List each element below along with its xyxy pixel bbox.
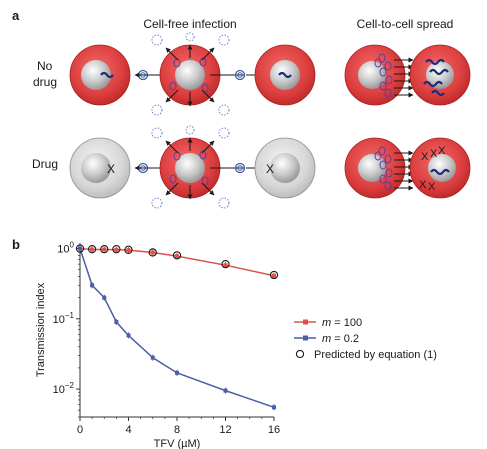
series-m100-point bbox=[114, 247, 119, 252]
x-tick-label: 8 bbox=[174, 424, 180, 436]
series-m100-point bbox=[102, 247, 107, 252]
nucleus bbox=[426, 61, 454, 89]
series-m100-point bbox=[272, 273, 276, 278]
predicted-point bbox=[172, 251, 182, 260]
svg-text:X: X bbox=[419, 179, 427, 191]
series-m02-point bbox=[150, 355, 155, 360]
x-tick-label: 16 bbox=[268, 424, 280, 436]
nucleus bbox=[175, 60, 205, 90]
series-m02-point bbox=[223, 388, 228, 393]
series-m02-point bbox=[175, 370, 179, 375]
nucleus bbox=[358, 154, 386, 182]
svg-text:X: X bbox=[421, 151, 429, 163]
header-cell-free: Cell-free infection bbox=[143, 17, 236, 31]
series-m100-point bbox=[150, 250, 155, 255]
virion-icon bbox=[234, 162, 246, 174]
legend-m02-label: m = 0.2 bbox=[322, 333, 359, 345]
predicted-point bbox=[124, 245, 133, 254]
row-drug: X X bbox=[69, 125, 471, 209]
integrated-dna-icon bbox=[430, 168, 450, 176]
predicted-point bbox=[75, 244, 85, 253]
predicted-point bbox=[148, 248, 157, 257]
integrated-dna-icon bbox=[423, 58, 449, 97]
series-m02-point bbox=[90, 283, 95, 288]
predicted-point bbox=[100, 245, 109, 254]
svg-text:X: X bbox=[438, 145, 446, 157]
predicted-point bbox=[269, 270, 279, 280]
x-axis-label: TFV (µM) bbox=[154, 438, 201, 449]
series-m100-point bbox=[175, 254, 179, 259]
legend-m100-marker bbox=[303, 319, 308, 325]
predicted-point bbox=[87, 245, 97, 254]
series-m02-line bbox=[79, 248, 275, 408]
blocked-mark: X bbox=[107, 162, 115, 176]
series-m100-point bbox=[126, 248, 131, 253]
integrated-dna-icon bbox=[278, 71, 292, 79]
virion-icon bbox=[234, 69, 246, 81]
panel-a: a Cell-free infection Cell-to-cell sprea… bbox=[12, 8, 471, 209]
legend-m100-label: m = 100 bbox=[322, 317, 362, 329]
nucleus bbox=[175, 153, 205, 183]
legend-predicted-marker bbox=[295, 349, 305, 359]
series-m02-point bbox=[126, 333, 131, 338]
row-label-drug: Drug bbox=[32, 157, 58, 171]
nucleus bbox=[428, 154, 456, 182]
header-cell-to-cell: Cell-to-cell spread bbox=[357, 17, 454, 31]
blocked-mark: X bbox=[266, 162, 274, 176]
y-tick-label: 10−2 bbox=[53, 381, 75, 396]
series-m02-point bbox=[78, 246, 82, 251]
y-tick-label: 10−1 bbox=[53, 311, 75, 326]
nucleus bbox=[270, 153, 300, 183]
series-m100-line bbox=[79, 247, 275, 277]
blocked-marks: X X X X X bbox=[419, 145, 446, 193]
y-tick-label: 100 bbox=[57, 241, 74, 256]
row-label-no: No bbox=[37, 59, 53, 73]
series-m02-point bbox=[114, 320, 119, 325]
series-m100-point bbox=[223, 263, 228, 268]
x-tick-label: 0 bbox=[77, 424, 83, 436]
predicted-point bbox=[221, 259, 230, 269]
x-tick-label: 12 bbox=[219, 424, 231, 436]
x-tick-label: 4 bbox=[125, 424, 131, 436]
row-label-drug-top: drug bbox=[33, 75, 57, 89]
legend-predicted-label: Predicted by equation (1) bbox=[314, 349, 437, 361]
svg-text:X: X bbox=[428, 181, 436, 193]
nucleus bbox=[81, 153, 111, 183]
svg-text:X: X bbox=[430, 148, 438, 160]
panel-a-letter: a bbox=[12, 8, 20, 23]
series-m02-point bbox=[102, 295, 107, 300]
y-axis-label: Transmission index bbox=[35, 282, 47, 377]
series-m02-point bbox=[272, 405, 276, 410]
integrated-dna-icon bbox=[100, 71, 114, 79]
nucleus bbox=[358, 61, 386, 89]
series-m100-point bbox=[90, 247, 95, 252]
predicted-point bbox=[112, 245, 121, 254]
panel-b-letter: b bbox=[12, 237, 20, 252]
row-no-drug bbox=[69, 32, 471, 116]
legend-m02-marker bbox=[303, 335, 308, 341]
nucleus bbox=[81, 60, 111, 90]
